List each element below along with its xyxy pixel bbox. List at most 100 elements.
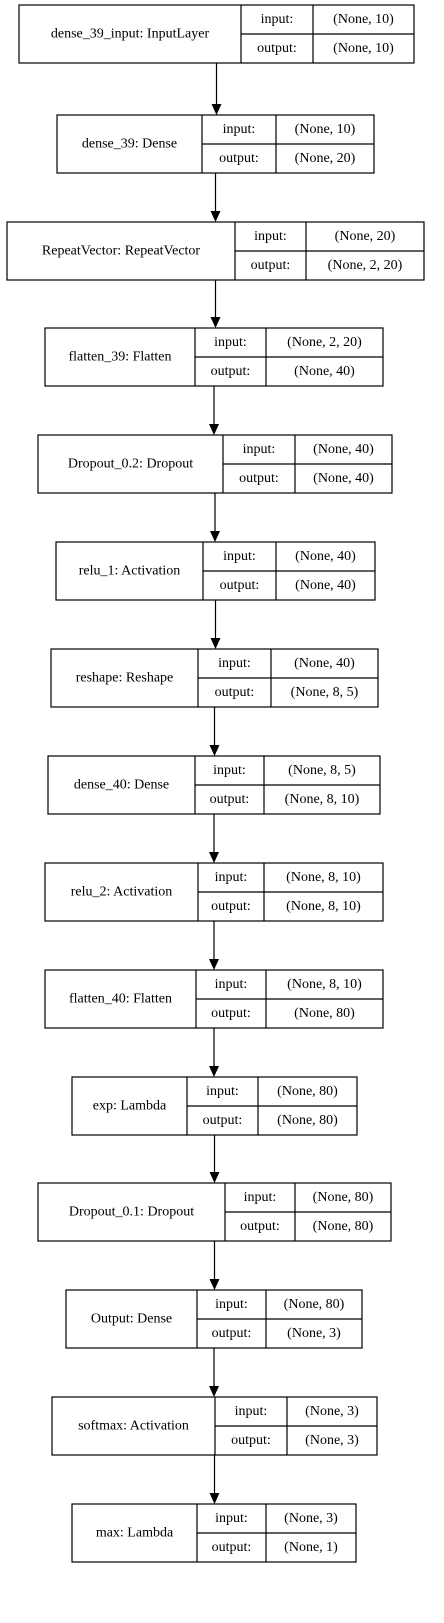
arrow-down-icon [209,745,220,756]
output-label: output: [211,899,251,914]
output-label: output: [211,364,251,379]
layer-node: RepeatVector: RepeatVector input: output: (… [6,221,425,281]
output-label: output: [203,1113,243,1128]
layer-node: dense_40: Dense input: output: (None, 8, 5)… [47,755,381,815]
input-shape: (None, 8, 5) [288,763,356,778]
layer-node: relu_2: Activation input: output: (None, 8,… [44,862,384,922]
layer-name: exp: Lambda [93,1099,167,1114]
input-label: input: [213,763,246,778]
arrow-down-icon [209,1172,220,1183]
input-shape: (None, 80) [284,1297,345,1312]
output-label: output: [257,41,297,56]
output-label: output: [239,471,279,486]
arrow-down-icon [210,211,221,222]
layer-name: RepeatVector: RepeatVector [42,244,201,259]
arrow-down-icon [209,424,219,435]
input-shape: (None, 8, 10) [287,977,362,992]
arrow-down-icon [211,104,222,115]
input-label: input: [215,1511,248,1526]
output-label: output: [231,1433,271,1448]
input-label: input: [223,122,256,137]
output-label: output: [251,258,291,273]
output-shape: (None, 3) [305,1433,359,1448]
output-shape: (None, 8, 10) [286,899,361,914]
input-label: input: [254,229,287,244]
arrow-down-icon [210,531,220,542]
output-shape: (None, 8, 10) [285,792,360,807]
output-shape: (None, 3) [287,1326,341,1341]
layer-name: dense_39: Dense [82,137,177,152]
arrow-down-icon [209,1493,220,1504]
input-label: input: [223,549,256,564]
input-shape: (None, 80) [313,1190,374,1205]
output-shape: (None, 40) [313,471,374,486]
layer-name: flatten_40: Flatten [69,992,172,1007]
input-label: input: [243,442,276,457]
input-label: input: [215,1297,248,1312]
arrow-down-icon [209,1279,220,1290]
layer-name: dense_39_input: InputLayer [51,27,210,42]
layer-name: relu_1: Activation [79,564,180,579]
input-shape: (None, 2, 20) [287,335,362,350]
input-label: input: [261,12,294,27]
layer-name: Output: Dense [91,1312,172,1327]
layer-name: reshape: Reshape [76,671,174,686]
input-label: input: [214,335,247,350]
input-shape: (None, 40) [313,442,374,457]
layer-name: Dropout_0.1: Dropout [69,1205,194,1220]
input-shape: (None, 80) [277,1084,338,1099]
output-shape: (None, 8, 5) [291,685,359,700]
output-label: output: [240,1219,280,1234]
arrow-down-icon [209,959,219,970]
layer-node: Dropout_0.2: Dropout input: output: (None, … [37,434,393,494]
layer-name: flatten_39: Flatten [68,350,171,365]
arrow-down-icon [209,852,219,863]
layer-name: dense_40: Dense [74,778,169,793]
arrow-down-icon [210,317,221,328]
input-shape: (None, 3) [284,1511,338,1526]
output-label: output: [212,1326,252,1341]
layer-name: softmax: Activation [78,1419,189,1434]
layer-node: flatten_39: Flatten input: output: (None, 2… [44,327,384,387]
input-label: input: [244,1190,277,1205]
input-label: input: [215,870,248,885]
output-label: output: [210,792,250,807]
output-label: output: [215,685,255,700]
output-shape: (None, 2, 20) [328,258,403,273]
output-label: output: [212,1540,252,1555]
arrow-down-icon [209,1386,219,1397]
output-label: output: [220,578,260,593]
layer-node: max: Lambda input: output: (None, 3) (None, … [71,1503,357,1563]
output-shape: (None, 10) [333,41,394,56]
input-shape: (None, 40) [295,549,356,564]
arrow-down-icon [209,1066,219,1077]
layer-name: relu_2: Activation [71,885,172,900]
layer-node: flatten_40: Flatten input: output: (None, 8… [44,969,384,1029]
input-shape: (None, 10) [295,122,356,137]
input-shape: (None, 20) [335,229,396,244]
output-shape: (None, 1) [284,1540,338,1555]
input-label: input: [215,977,248,992]
layer-node: Dropout_0.1: Dropout input: output: (None, … [37,1182,392,1242]
input-shape: (None, 3) [305,1404,359,1419]
input-shape: (None, 40) [294,656,355,671]
layer-node: relu_1: Activation input: output: (None, 40… [55,541,376,601]
output-shape: (None, 20) [295,151,356,166]
layer-node: Output: Dense input: output: (None, 80) (Non… [65,1289,363,1349]
output-label: output: [219,151,259,166]
layer-node: dense_39_input: InputLayer input: output: (… [18,4,415,64]
output-shape: (None, 40) [295,578,356,593]
layer-name: max: Lambda [96,1526,174,1541]
output-shape: (None, 40) [294,364,355,379]
layer-node: dense_39: Dense input: output: (None, 10) (N… [56,114,375,174]
layer-name: Dropout_0.2: Dropout [68,457,193,472]
output-shape: (None, 80) [294,1006,355,1021]
arrow-down-icon [210,638,221,649]
output-shape: (None, 80) [277,1113,338,1128]
output-shape: (None, 80) [313,1219,374,1234]
output-label: output: [211,1006,251,1021]
